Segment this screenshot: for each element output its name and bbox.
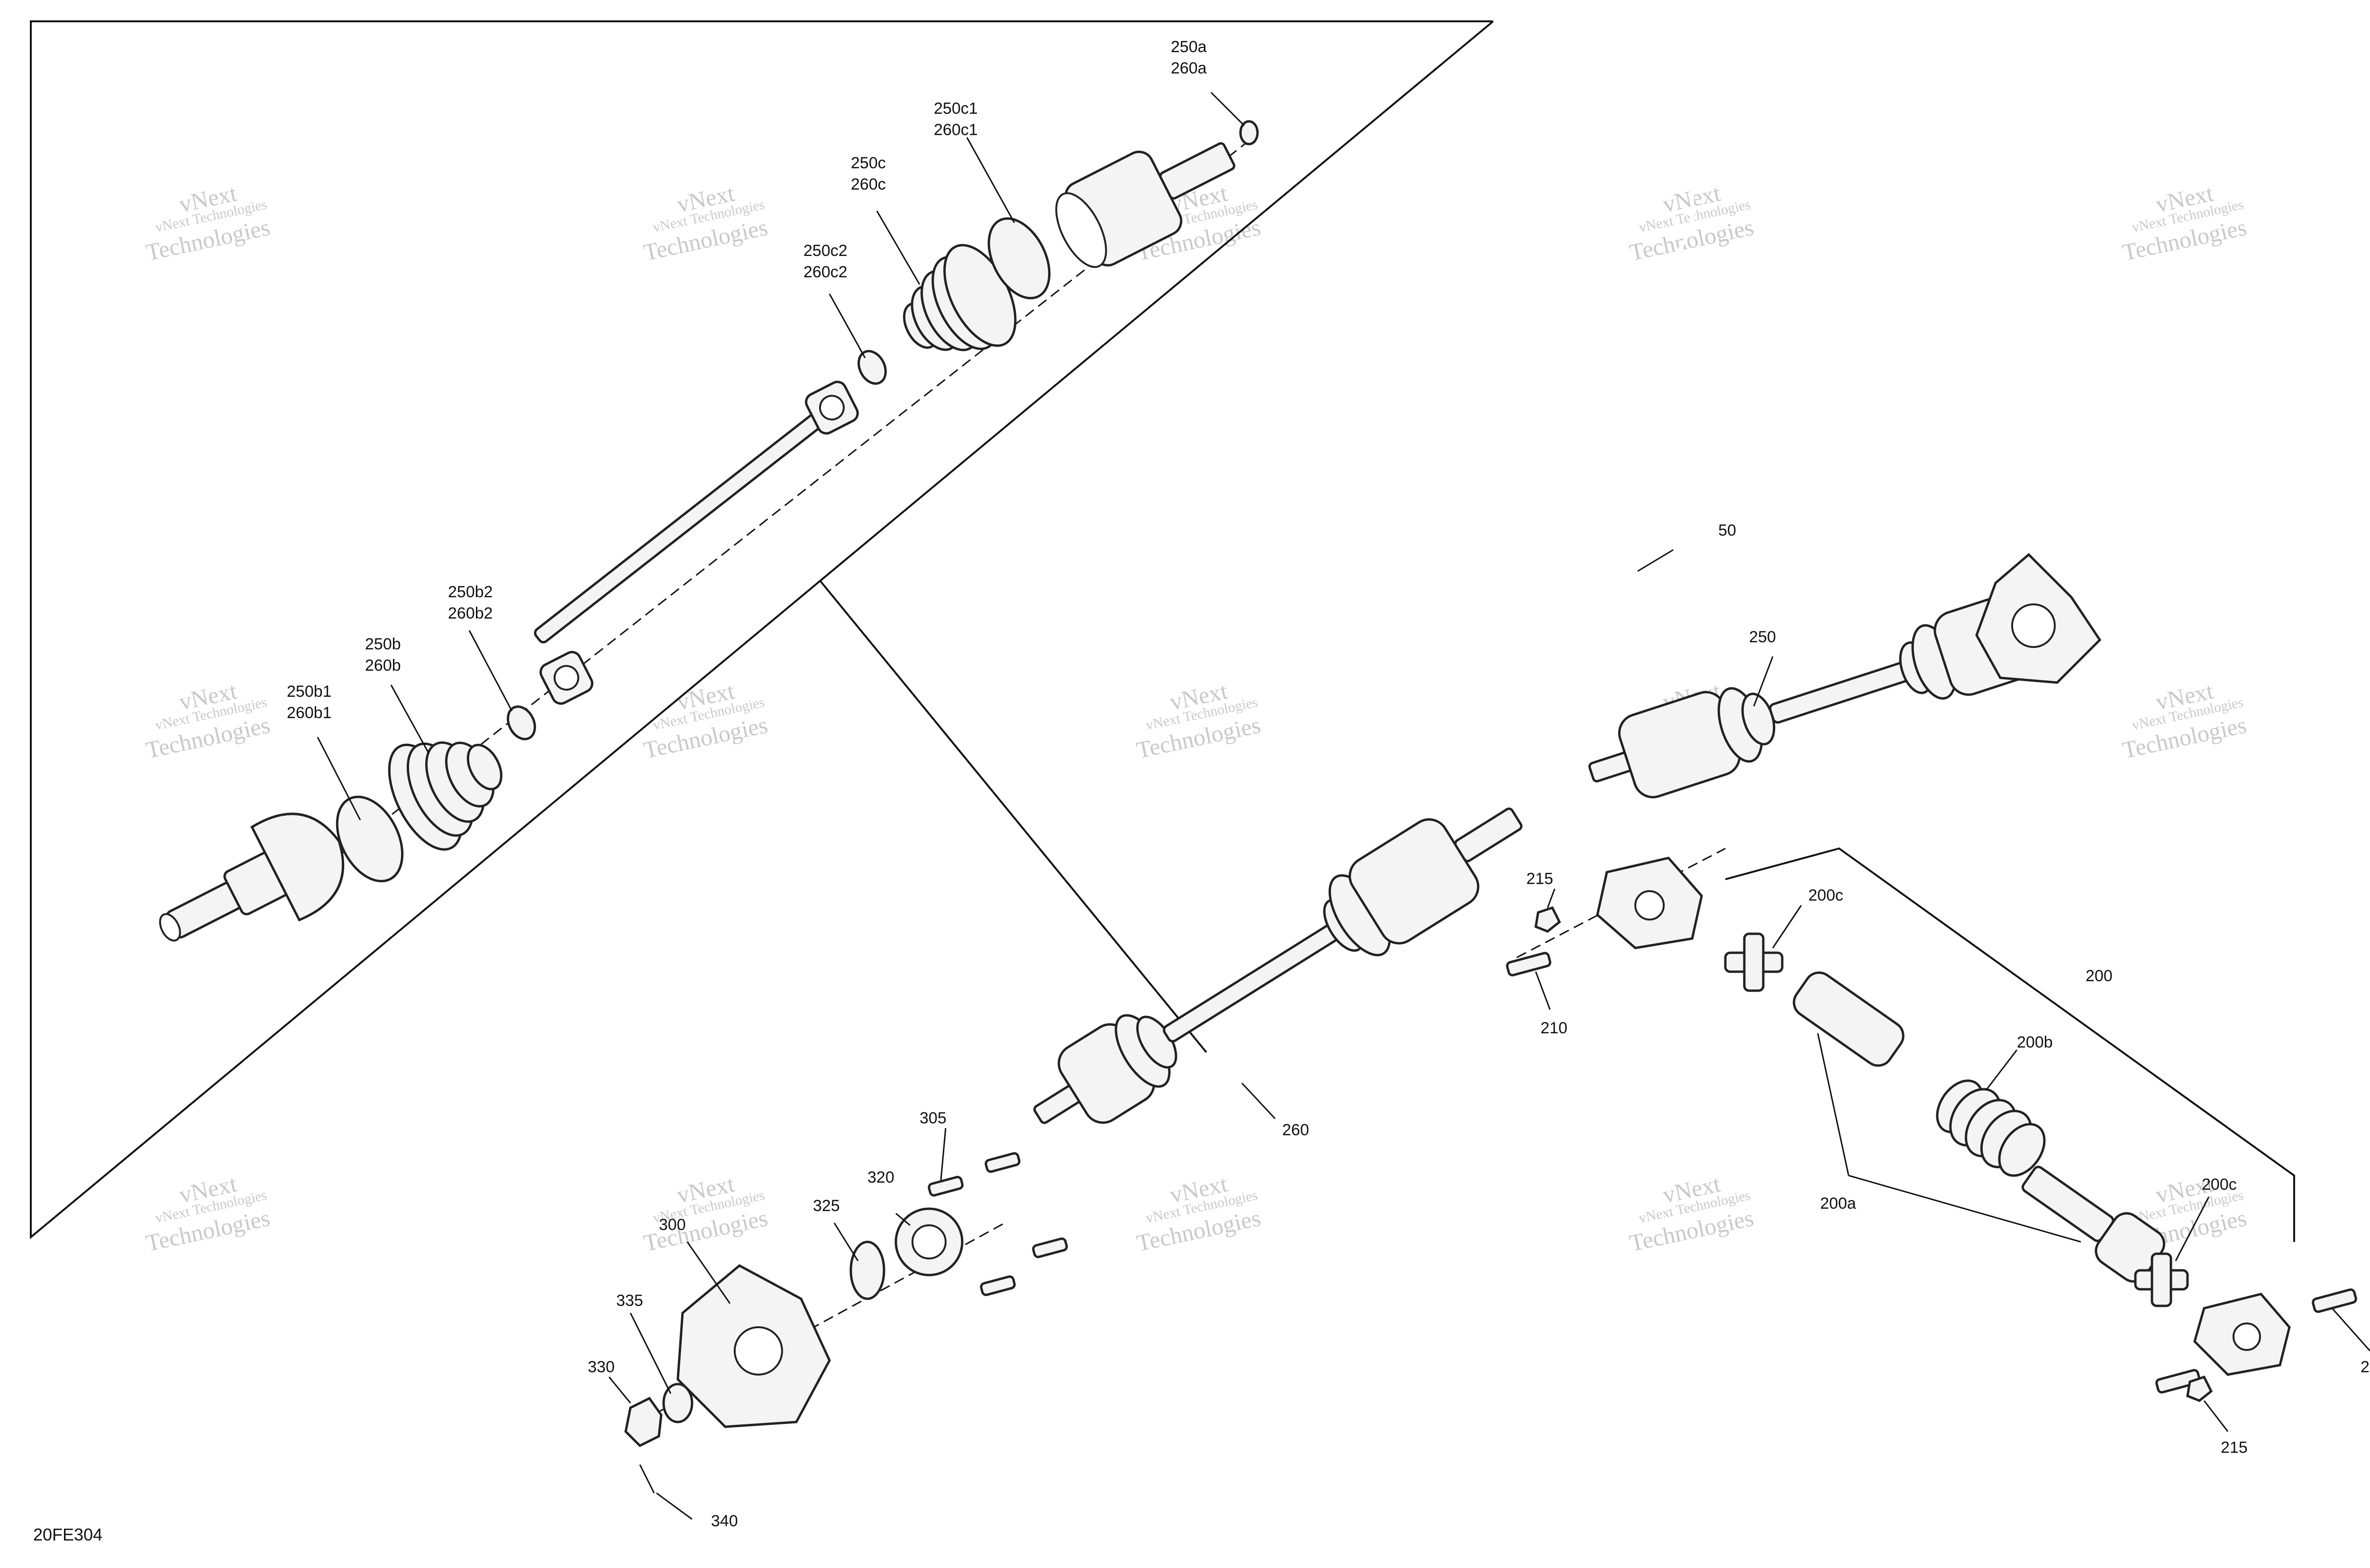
bolt-305 xyxy=(984,1152,1021,1173)
hub-250 xyxy=(1975,553,2102,684)
callout-250b1: 250b1 xyxy=(287,683,332,701)
cv-joint-outer xyxy=(159,812,345,942)
nut-330 xyxy=(624,1396,663,1448)
callout-260b2: 260b2 xyxy=(448,604,493,622)
circlip-325 xyxy=(849,1240,885,1300)
bolt-305 xyxy=(980,1275,1016,1296)
boot-200b xyxy=(1936,1079,2046,1177)
bolt-210 xyxy=(2312,1288,2357,1313)
callout-325: 325 xyxy=(813,1197,840,1215)
upper-left-triangle-frame xyxy=(30,20,1494,1240)
watermarks: vNext vNext Technologies Technologies vN… xyxy=(144,180,2249,1257)
callout-200c-bottom: 200c xyxy=(2202,1176,2237,1194)
callout-labels: 250a 260a 250c1 260c1 250c 260c 250c2 26… xyxy=(287,38,2370,1530)
callout-250c2: 250c2 xyxy=(803,242,848,260)
callout-215-left: 215 xyxy=(1526,870,1553,888)
tripod-joint-upper xyxy=(805,381,859,435)
callout-210-right: 210 xyxy=(2361,1358,2370,1376)
cotter-pin-340 xyxy=(639,1464,655,1494)
circlip-250a xyxy=(1239,120,1259,146)
cv-joint-inner xyxy=(1055,142,1236,268)
u-joint-200c-rear xyxy=(2134,1252,2189,1307)
frame-lines xyxy=(30,20,2295,1242)
tripod-joint-lower xyxy=(539,651,593,705)
section-divider-line xyxy=(819,580,1207,1053)
callout-335: 335 xyxy=(616,1292,643,1310)
bolt-305 xyxy=(928,1176,964,1197)
callout-260a: 260a xyxy=(1171,59,1207,77)
nut-215 xyxy=(1534,906,1561,933)
callout-200c-top: 200c xyxy=(1808,886,1843,904)
propeller-shaft-200 xyxy=(1506,848,2357,1402)
callout-50: 50 xyxy=(1718,521,1736,539)
callout-250b: 250b xyxy=(365,635,401,653)
callout-260b1: 260b1 xyxy=(287,704,332,722)
callout-215-right: 215 xyxy=(2221,1439,2248,1457)
bolt-210 xyxy=(1506,952,1551,976)
callout-200b: 200b xyxy=(2017,1033,2053,1051)
brake-line-50 xyxy=(1421,185,1693,749)
yoke-rear xyxy=(2193,1293,2291,1376)
figure-id: 20FE304 xyxy=(33,1525,102,1544)
intermediate-shaft xyxy=(534,399,841,644)
yoke-front xyxy=(1596,857,1703,949)
axle-assembly-250 xyxy=(1588,553,2102,799)
callout-260c: 260c xyxy=(851,175,886,193)
callout-340: 340 xyxy=(711,1512,738,1530)
clamp-ring-250c1 xyxy=(987,217,1051,300)
axle-assembly-260 xyxy=(1033,807,1523,1124)
callout-250c: 250c xyxy=(851,154,886,172)
callout-260c1: 260c1 xyxy=(934,121,978,139)
callout-305: 305 xyxy=(920,1109,947,1127)
callout-250c1: 250c1 xyxy=(934,100,978,118)
clamp-250c2 xyxy=(857,350,887,385)
callout-330: 330 xyxy=(588,1358,615,1376)
bolt-210 xyxy=(2155,1369,2201,1394)
boot-250b xyxy=(388,741,502,851)
callout-260b: 260b xyxy=(365,656,401,675)
bearing-320 xyxy=(894,1207,964,1276)
leader-lines xyxy=(317,91,2370,1520)
callout-210-left: 210 xyxy=(1540,1019,1568,1037)
callout-260: 260 xyxy=(1282,1121,1309,1139)
callout-260c2: 260c2 xyxy=(803,263,848,281)
bolt-305 xyxy=(1032,1237,1068,1258)
u-joint-200c-front xyxy=(1724,932,1784,992)
hub-parts xyxy=(624,1152,1068,1494)
callout-250b2: 250b2 xyxy=(448,583,493,601)
callout-200: 200 xyxy=(2086,967,2113,985)
washer-335 xyxy=(662,1383,693,1423)
clamp-250b2 xyxy=(507,705,536,740)
exploded-drive-shaft-assembly xyxy=(159,120,1259,942)
boot-250c xyxy=(903,244,1017,351)
callout-250: 250 xyxy=(1749,628,1776,646)
callout-200a: 200a xyxy=(1820,1194,1856,1212)
hub-300 xyxy=(676,1264,831,1428)
group-200-bracket xyxy=(1725,847,2295,1242)
callout-250a: 250a xyxy=(1171,38,1207,56)
callout-300: 300 xyxy=(659,1216,686,1234)
callout-320: 320 xyxy=(867,1168,894,1186)
nut-215 xyxy=(2186,1375,2213,1402)
slip-yoke-200a xyxy=(1793,971,1905,1067)
shaft-yoke-rear xyxy=(2021,1166,2166,1283)
